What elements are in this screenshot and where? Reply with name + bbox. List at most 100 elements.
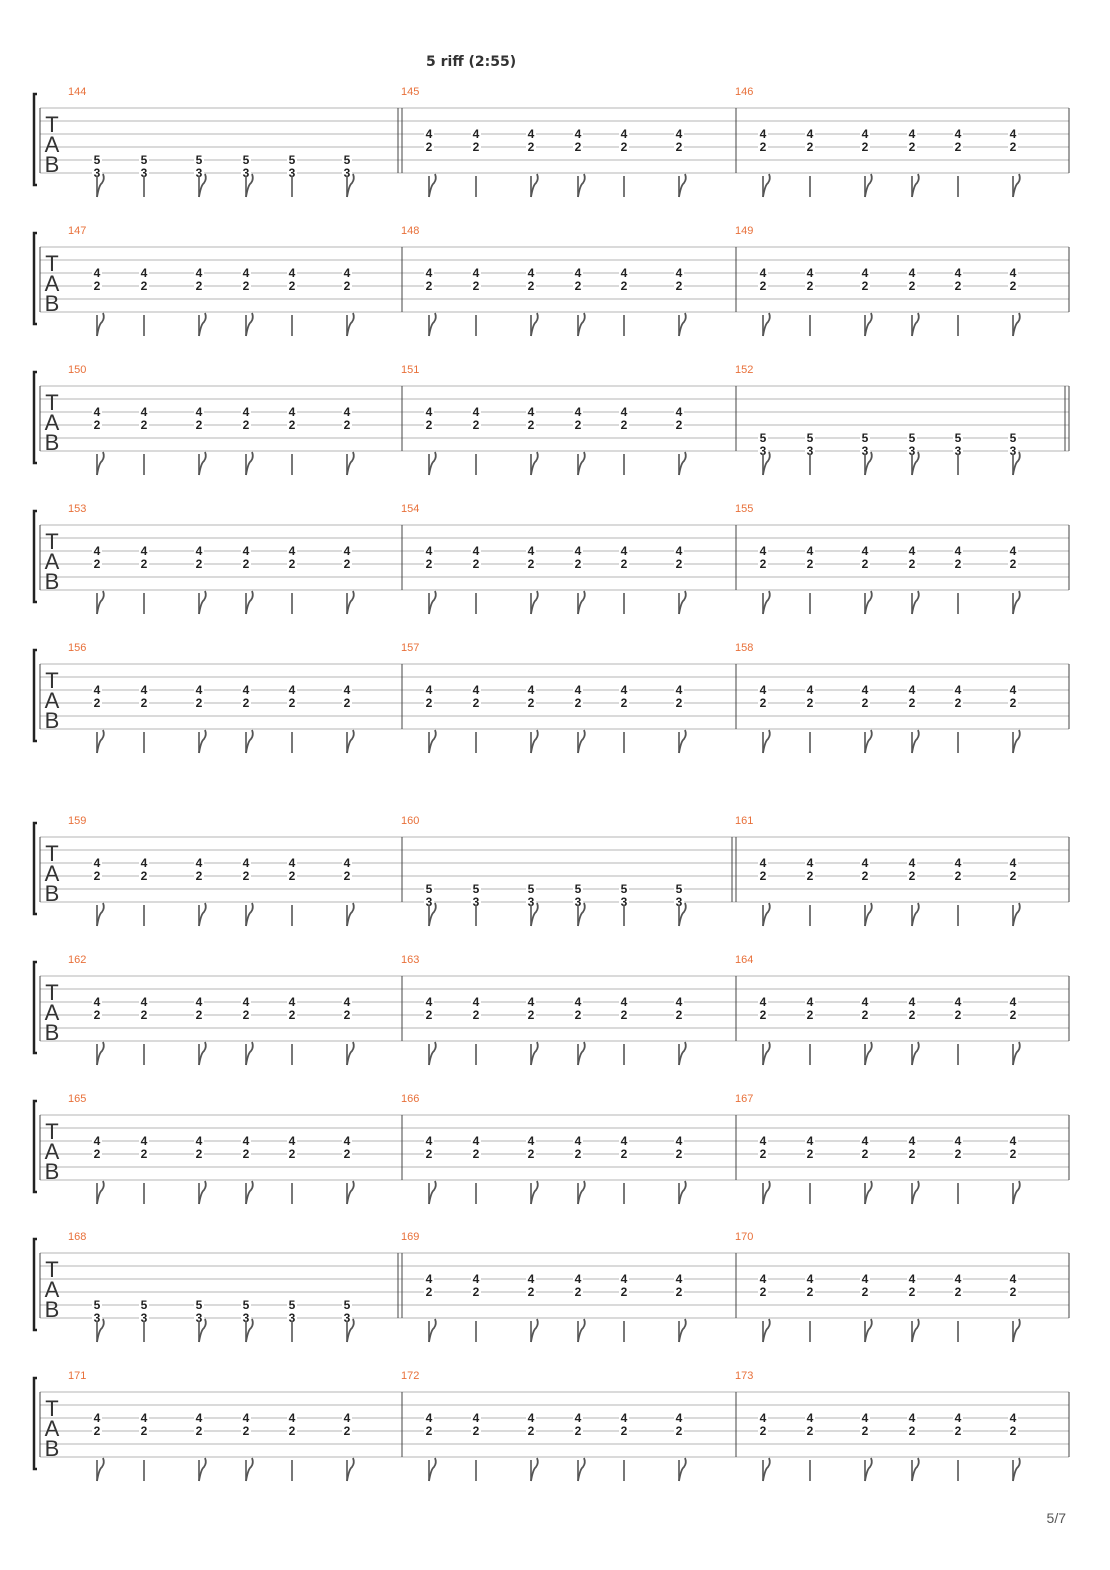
fret-bg (92, 870, 102, 882)
fret-bg (92, 154, 102, 166)
fret-bg (573, 558, 583, 570)
fret-bg (907, 697, 917, 709)
fret-bg (619, 280, 629, 292)
tab-clef-letter: A (45, 1139, 60, 1164)
fret-number: 2 (289, 418, 296, 432)
note-flag (1012, 1041, 1021, 1066)
fret-number: 3 (196, 1311, 203, 1325)
fret-number: 5 (1010, 431, 1017, 445)
fret-number: 2 (141, 1424, 148, 1438)
fret-number: 5 (344, 153, 351, 167)
fret-number: 4 (909, 544, 916, 558)
fret-number: 4 (94, 683, 101, 697)
fret-number: 2 (94, 1424, 101, 1438)
fret-number: 5 (196, 153, 203, 167)
measure-number: 170 (735, 1231, 753, 1243)
fret-number: 3 (955, 444, 962, 458)
fret-number: 2 (676, 279, 683, 293)
note-flag (198, 729, 207, 754)
fret-number: 4 (955, 127, 962, 141)
fret-number: 2 (807, 140, 814, 154)
fret-number: 2 (575, 1008, 582, 1022)
note-flag (245, 1457, 254, 1482)
note-flag (428, 590, 437, 615)
fret-number: 4 (473, 1411, 480, 1425)
fret-number: 2 (909, 1147, 916, 1161)
note-flag (577, 1318, 586, 1343)
fret-bg (424, 1425, 434, 1437)
note-flag (96, 451, 105, 476)
note-flag (864, 451, 873, 476)
fret-number: 4 (807, 266, 814, 280)
fret-number: 4 (528, 127, 535, 141)
fret-number: 2 (955, 1008, 962, 1022)
note-flag (96, 173, 105, 198)
fret-number: 4 (243, 1134, 250, 1148)
fret-bg (805, 280, 815, 292)
fret-number: 4 (575, 405, 582, 419)
fret-bg (953, 267, 963, 279)
fret-number: 2 (621, 557, 628, 571)
fret-number: 4 (243, 544, 250, 558)
fret-number: 4 (243, 1411, 250, 1425)
measure-number: 166 (401, 1093, 419, 1105)
fret-bg (194, 870, 204, 882)
fret-bg (194, 154, 204, 166)
fret-bg (805, 1425, 815, 1437)
fret-number: 5 (473, 882, 480, 896)
fret-number: 4 (807, 1411, 814, 1425)
fret-number: 4 (862, 1272, 869, 1286)
note-flag (198, 173, 207, 198)
fret-number: 2 (676, 1008, 683, 1022)
fret-bg (619, 697, 629, 709)
fret-bg (526, 558, 536, 570)
fret-bg (92, 419, 102, 431)
fret-bg (194, 419, 204, 431)
fret-bg (92, 697, 102, 709)
fret-number: 2 (955, 557, 962, 571)
fret-number: 2 (94, 1147, 101, 1161)
fret-bg (194, 280, 204, 292)
fret-bg (805, 870, 815, 882)
note-flag (762, 729, 771, 754)
fret-number: 4 (676, 683, 683, 697)
fret-bg (342, 154, 352, 166)
fret-number: 4 (760, 995, 767, 1009)
fret-bg (139, 870, 149, 882)
fret-number: 3 (909, 444, 916, 458)
note-flag (198, 1041, 207, 1066)
fret-number: 5 (243, 1298, 250, 1312)
note-flag (530, 902, 539, 927)
fret-number: 2 (909, 1424, 916, 1438)
fret-bg (619, 128, 629, 140)
measure-number: 163 (401, 954, 419, 966)
fret-bg (674, 883, 684, 895)
fret-number: 2 (196, 418, 203, 432)
fret-number: 4 (289, 856, 296, 870)
fret-number: 4 (426, 683, 433, 697)
fret-bg (139, 1312, 149, 1324)
fret-number: 2 (575, 557, 582, 571)
fret-bg (907, 1412, 917, 1424)
fret-bg (194, 1312, 204, 1324)
fret-number: 2 (909, 1285, 916, 1299)
fret-bg (526, 419, 536, 431)
fret-number: 5 (807, 431, 814, 445)
fret-number: 2 (528, 1424, 535, 1438)
fret-bg (953, 128, 963, 140)
fret-bg (471, 141, 481, 153)
fret-number: 4 (289, 544, 296, 558)
fret-number: 4 (575, 1134, 582, 1148)
fret-bg (241, 280, 251, 292)
fret-number: 2 (243, 696, 250, 710)
fret-bg (194, 1148, 204, 1160)
fret-bg (194, 857, 204, 869)
fret-bg (805, 1009, 815, 1021)
fret-bg (953, 697, 963, 709)
tab-clef-letter: B (45, 881, 60, 906)
fret-number: 3 (289, 1311, 296, 1325)
note-flag (577, 1041, 586, 1066)
fret-number: 2 (676, 140, 683, 154)
note-flag (96, 312, 105, 337)
fret-number: 2 (196, 557, 203, 571)
